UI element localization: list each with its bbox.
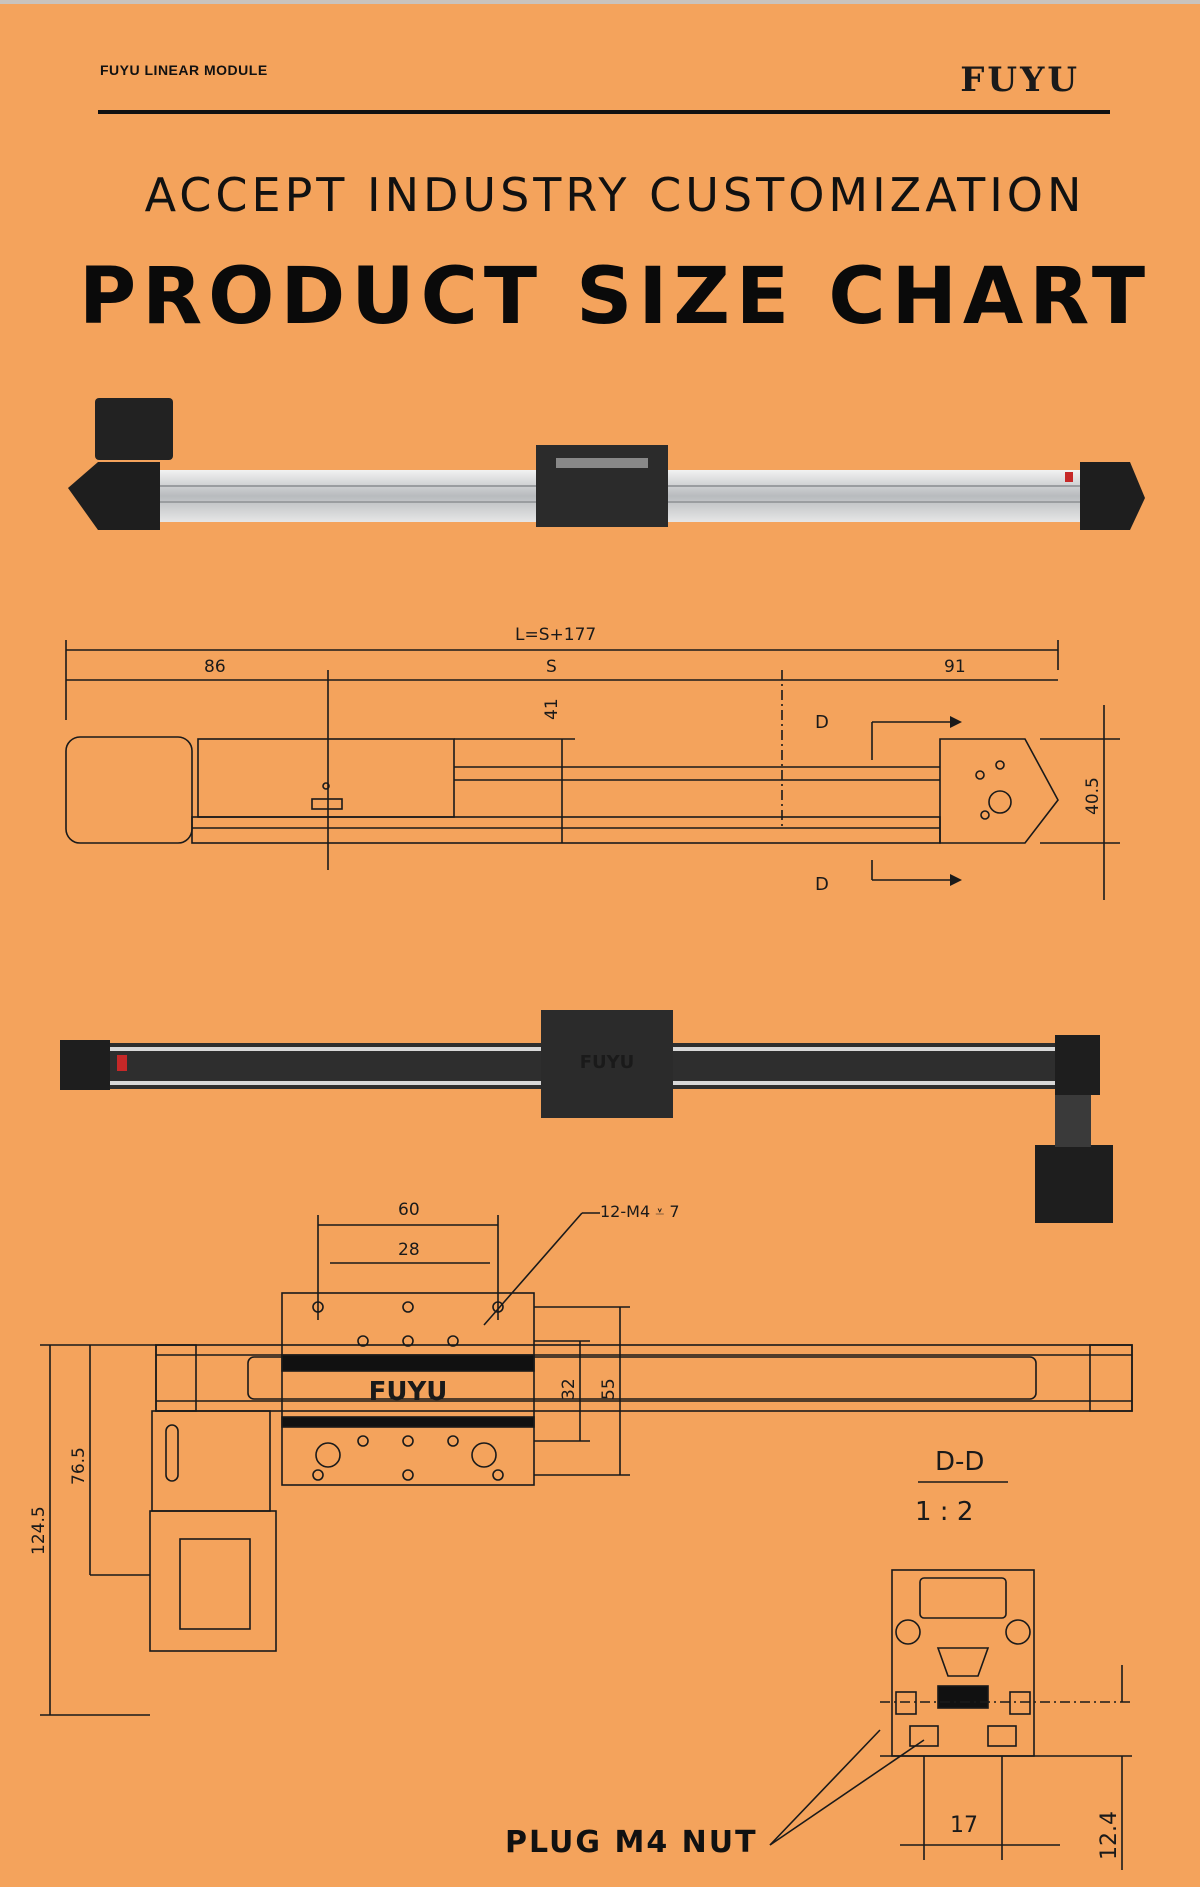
carriage-brand-top: FUYU bbox=[580, 1052, 635, 1073]
section-profile bbox=[891, 1569, 1035, 1757]
page-subtitle: ACCEPT INDUSTRY CUSTOMIZATION bbox=[144, 168, 1086, 222]
motor-top bbox=[1035, 1145, 1113, 1223]
dim-carriage-width: 55 bbox=[599, 1378, 619, 1400]
page-title: PRODUCT SIZE CHART bbox=[78, 252, 1152, 342]
top-view-drawing: 60 28 12-M4 ⩡ 7 FUYU 32 55 76.5 124.5 bbox=[29, 1200, 1133, 1716]
end-cap-right bbox=[1080, 462, 1145, 530]
end-cap-right-top bbox=[1055, 1035, 1100, 1095]
carriage-outline bbox=[197, 738, 455, 818]
dim-slot-height: 12.4 bbox=[1097, 1811, 1122, 1860]
hole-callout: 12-M4 ⩡ 7 bbox=[600, 1202, 680, 1221]
carriage-top-outline bbox=[281, 1292, 535, 1486]
dim-motor-offset: 76.5 bbox=[69, 1447, 89, 1485]
top-border bbox=[0, 0, 1200, 4]
side-view-drawing: L=S+177 86 S 91 41 D D 40.5 bbox=[65, 625, 1120, 900]
dim-stroke: S bbox=[546, 657, 557, 677]
section-mark-bottom: D bbox=[815, 874, 829, 895]
brand-text: FUYU LINEAR MODULE bbox=[100, 62, 268, 78]
section-scale: 1 : 2 bbox=[915, 1497, 973, 1527]
rail-outline bbox=[191, 816, 941, 844]
product-photo-side bbox=[68, 398, 1145, 530]
dim-slot-offset: 17 bbox=[950, 1813, 978, 1838]
carriage-brand-drawing: FUYU bbox=[369, 1377, 448, 1407]
dim-inner-hole-span: 28 bbox=[398, 1240, 420, 1260]
dim-hole-span: 60 bbox=[398, 1200, 420, 1220]
section-label: D-D bbox=[935, 1447, 984, 1477]
section-mark-top: D bbox=[815, 712, 829, 733]
motor-outline bbox=[65, 736, 193, 844]
end-cap-left bbox=[68, 462, 160, 530]
product-photo-top: FUYU bbox=[60, 1010, 1113, 1223]
dim-overall-length: L=S+177 bbox=[515, 625, 596, 645]
dim-motor-end: 86 bbox=[204, 657, 226, 677]
dim-slot-width: 32 bbox=[559, 1378, 579, 1400]
motor-block bbox=[95, 398, 173, 460]
section-view-drawing: D-D 1 : 2 12.4 17 bbox=[769, 1447, 1132, 1870]
carriage-top bbox=[541, 1010, 673, 1118]
dim-idler-end: 91 bbox=[944, 657, 966, 677]
end-block-outline bbox=[939, 738, 1059, 844]
dim-total-height: 124.5 bbox=[29, 1506, 49, 1555]
header-divider bbox=[98, 110, 1110, 114]
carriage bbox=[536, 445, 668, 527]
dim-body-height: 40.5 bbox=[1083, 777, 1103, 815]
end-cap-left-top bbox=[60, 1040, 110, 1090]
dim-carriage-height: 41 bbox=[542, 698, 562, 720]
callout-caption: PLUG M4 NUT bbox=[505, 1825, 758, 1860]
brand-logo: FUYU bbox=[960, 60, 1080, 100]
